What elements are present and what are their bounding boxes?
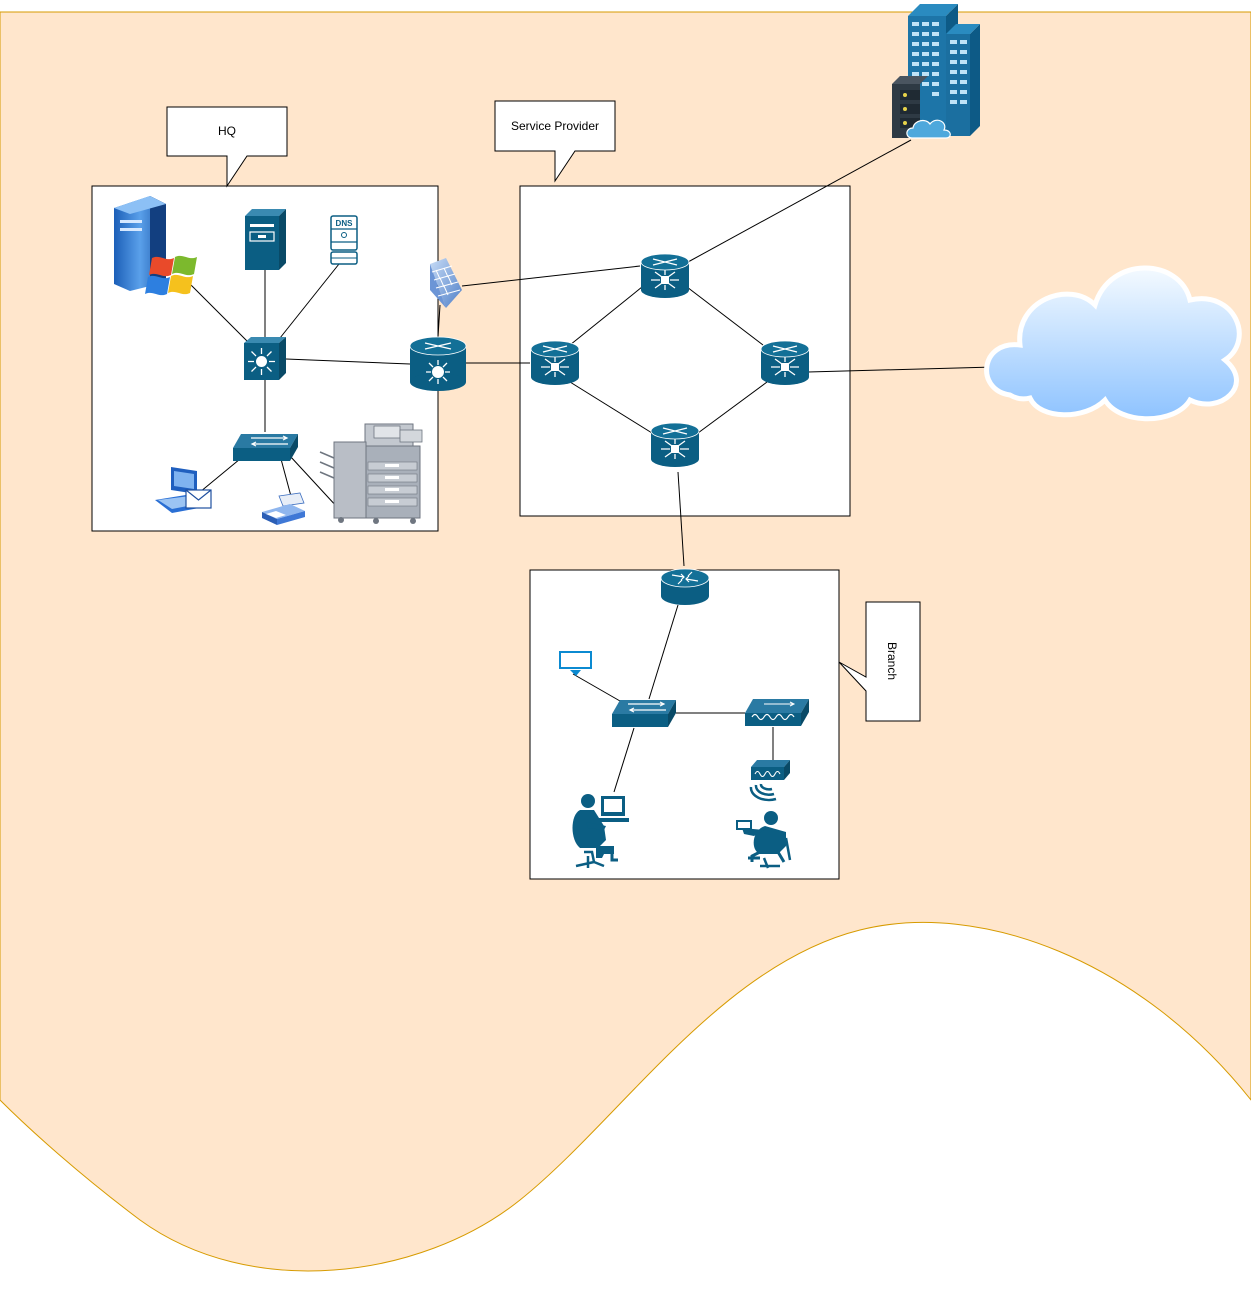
workgroup-switch-icon[interactable] (233, 434, 298, 461)
layer3-router-icon[interactable] (409, 336, 467, 391)
core-router-icon[interactable] (640, 253, 690, 299)
dns-server-icon[interactable]: DNS (330, 215, 358, 265)
layer3-switch-icon[interactable] (244, 337, 286, 380)
email-computer-icon[interactable] (155, 467, 212, 513)
workgroup-switch-icon[interactable] (612, 700, 676, 727)
firewall-icon[interactable] (430, 258, 462, 308)
office-building-cloud-server-icon[interactable] (892, 4, 980, 139)
hq-callout[interactable]: HQ (166, 106, 288, 188)
dns-label: DNS (336, 219, 354, 228)
core-router-icon[interactable] (530, 340, 580, 386)
server-tower-icon[interactable] (245, 209, 286, 270)
core-router-icon[interactable] (650, 422, 700, 468)
service-provider-callout-label: Service Provider (511, 119, 599, 133)
connections (189, 139, 995, 793)
cloud-icon[interactable] (984, 265, 1242, 422)
printer-icon[interactable] (262, 492, 305, 525)
multifunction-copier-icon[interactable] (319, 423, 423, 524)
hq-callout-label: HQ (218, 124, 236, 138)
core-router-icon[interactable] (760, 340, 810, 386)
service-provider-callout[interactable]: Service Provider (494, 100, 616, 183)
windows-server-icon[interactable] (114, 196, 197, 296)
wireless-access-point-icon[interactable] (749, 760, 790, 802)
branch-callout[interactable]: Branch (838, 601, 921, 722)
user-at-desktop-icon[interactable] (572, 794, 630, 868)
branch-callout-label: Branch (885, 642, 899, 680)
user-with-laptop-icon[interactable] (736, 811, 792, 869)
monitor-icon[interactable] (559, 651, 592, 676)
wireless-controller-icon[interactable] (745, 699, 809, 726)
router-icon[interactable] (660, 568, 710, 605)
